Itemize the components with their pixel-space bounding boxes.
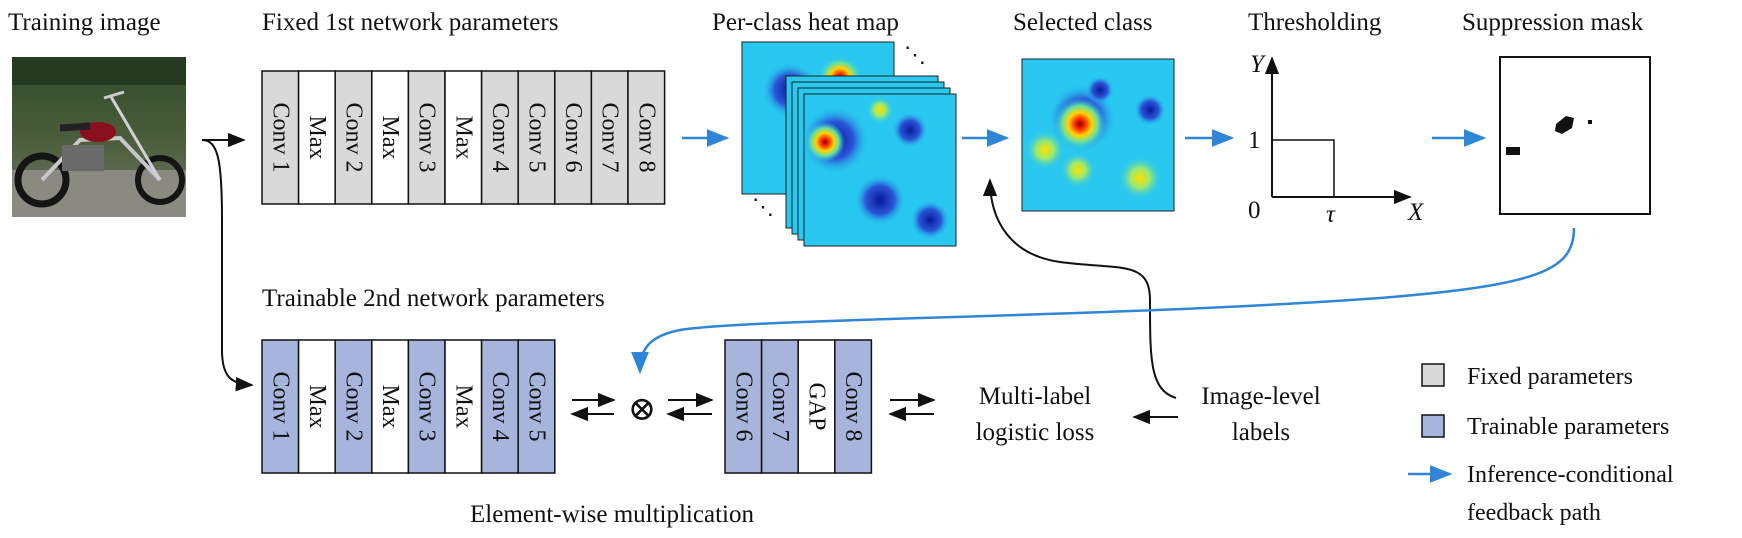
layer-box — [371, 339, 410, 474]
trainable-network-stack-a: Conv 1 Max Conv 2 Max Conv 3 Max Conv 4 Conv 5 — [261, 339, 556, 474]
input-to-trainable-arrow — [201, 139, 254, 392]
legend-fixed-label: Fixed parameters — [1467, 364, 1633, 390]
layer-box — [760, 339, 799, 474]
layer-label: Conv 1 — [267, 102, 293, 172]
training-image-title: Training image — [8, 9, 161, 36]
selected-class-heatmap — [1021, 58, 1175, 212]
layer-box — [480, 339, 519, 474]
suppression-mask-title: Suppression mask — [1462, 9, 1644, 36]
layer-label: Conv 2 — [341, 102, 367, 172]
labels-to-selected-class-arrow — [982, 178, 1177, 399]
layer-label: Conv 3 — [414, 102, 440, 172]
layer-label: Max — [377, 116, 403, 160]
legend-trainable-swatch — [1421, 414, 1445, 438]
layer-label: Conv 7 — [767, 371, 793, 441]
layer-box — [627, 70, 666, 205]
layer-box — [334, 339, 373, 474]
loss-line-1: Multi-label — [979, 383, 1092, 410]
layer-box — [517, 339, 556, 474]
heatmap-title: Per-class heat map — [712, 9, 899, 36]
layer-box — [554, 70, 593, 205]
binary-mask-icon — [1499, 56, 1651, 215]
layer-label: Conv 3 — [414, 371, 440, 441]
trainable-network-title: Trainable 2nd network parameters — [262, 285, 605, 312]
threshold-plot: Y X 1 0 τ — [1248, 51, 1425, 228]
layer-label: Conv 4 — [487, 102, 513, 172]
layer-label: GAP — [804, 382, 830, 430]
layer-box — [797, 339, 836, 474]
layer-label: Conv 5 — [524, 371, 550, 441]
layer-box — [444, 339, 483, 474]
layer-box — [407, 339, 446, 474]
layer-label: Conv 8 — [840, 371, 866, 441]
elementwise-title: Element-wise multiplication — [470, 501, 754, 528]
tau-label: τ — [1326, 201, 1336, 228]
layer-label: Conv 8 — [633, 102, 659, 172]
layer-label: Conv 2 — [341, 371, 367, 441]
more-heatmaps-dots-top: ⋱ — [904, 42, 926, 67]
layer-label: Max — [304, 116, 330, 160]
thresholding-title: Thresholding — [1248, 9, 1382, 36]
layer-box — [517, 70, 556, 205]
layer-label: Conv 6 — [730, 371, 756, 441]
layer-box — [834, 339, 873, 474]
motorcycle-photo-icon — [12, 57, 186, 217]
heatmap-stack-icon: ⋱ ⋱ — [741, 41, 957, 247]
x-axis-label: X — [1407, 199, 1425, 226]
y-axis-label: Y — [1250, 51, 1267, 78]
y-one-label: 1 — [1248, 127, 1261, 154]
feedback-path-arrow — [631, 227, 1576, 375]
fixed-network-stack: Conv 1 Max Conv 2 Max Conv 3 Max Conv 4 Conv 5 C… — [261, 70, 666, 205]
layer-box — [480, 70, 519, 205]
layer-label: Max — [377, 385, 403, 429]
layer-box — [724, 339, 763, 474]
layer-label: Conv 7 — [597, 102, 623, 172]
layer-box — [334, 70, 373, 205]
layer-label: Max — [304, 385, 330, 429]
layer-box — [407, 70, 446, 205]
bidirectional-arrows-loss — [888, 392, 936, 422]
fixed-network-title: Fixed 1st network parameters — [262, 9, 558, 36]
multiply-operator: ⊗ — [628, 391, 657, 428]
bidirectional-arrows-left — [570, 392, 616, 422]
legend-trainable-label: Trainable parameters — [1467, 414, 1669, 440]
layer-box — [297, 339, 336, 474]
layer-label: Conv 5 — [524, 102, 550, 172]
layer-box — [371, 70, 410, 205]
legend-feedback-label-2: feedback path — [1467, 500, 1601, 526]
labels-line-1: Image-level — [1201, 383, 1320, 410]
layer-label: Max — [450, 385, 476, 429]
layer-box — [590, 70, 629, 205]
selected-class-title: Selected class — [1013, 9, 1153, 36]
loss-line-2: logistic loss — [976, 419, 1095, 446]
layer-label: Conv 4 — [487, 371, 513, 441]
trainable-network-stack-b: Conv 6 Conv 7 GAP Conv 8 — [724, 339, 873, 474]
top-flow-arrows — [202, 129, 1487, 148]
layer-label: Conv 6 — [560, 102, 586, 172]
legend-fixed-swatch — [1421, 363, 1445, 387]
layer-label: Conv 1 — [267, 371, 293, 441]
layer-label: Max — [450, 116, 476, 160]
legend-feedback-label-1: Inference-conditional — [1467, 462, 1674, 488]
labels-line-2: labels — [1232, 419, 1290, 446]
legend: Fixed parameters Trainable parameters In… — [1408, 363, 1674, 526]
layer-box — [444, 70, 483, 205]
bidirectional-arrows-right — [666, 392, 714, 422]
more-heatmaps-dots-bottom: ⋱ — [752, 194, 774, 219]
origin-zero-label: 0 — [1248, 197, 1261, 224]
